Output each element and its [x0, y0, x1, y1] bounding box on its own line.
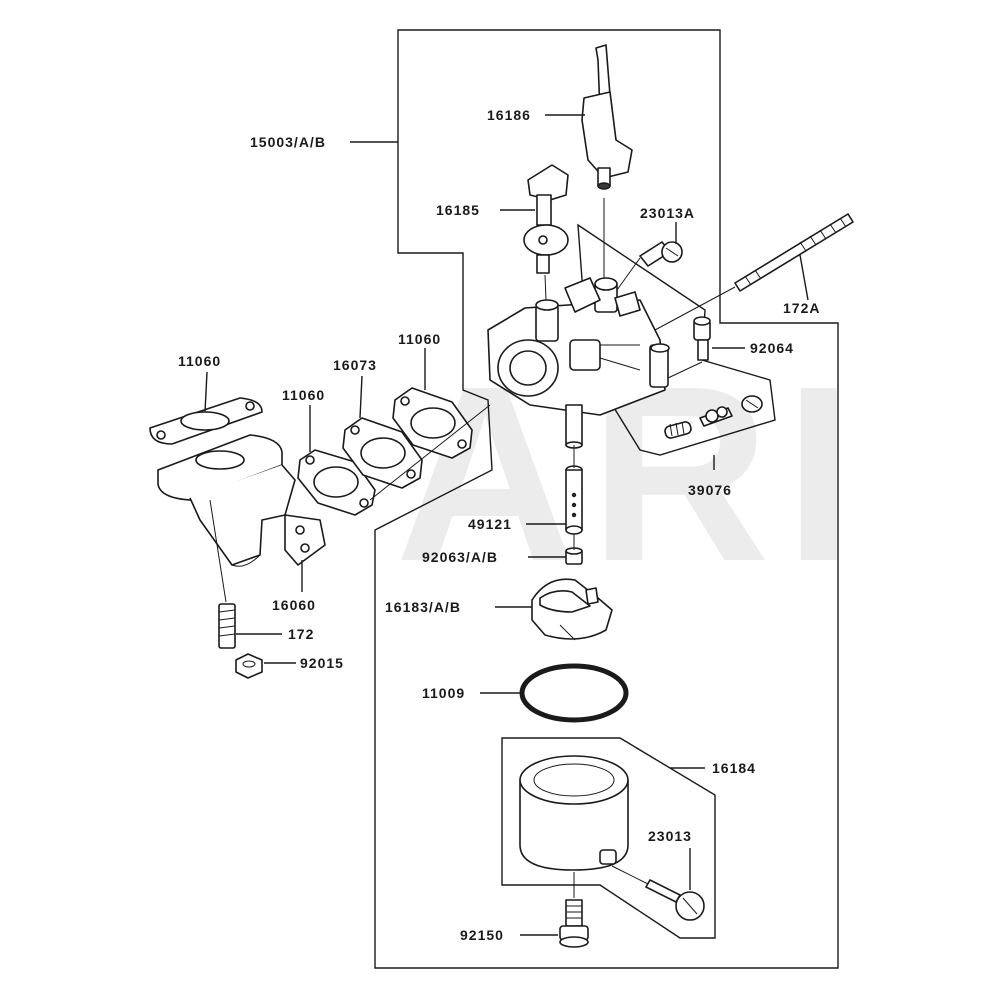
emulsion-tube-part-49121 — [565, 465, 583, 535]
mixture-screw-set-part-39076 — [664, 395, 763, 439]
callout-leaders — [204, 114, 809, 936]
carburetor-body — [487, 277, 670, 449]
callout-49121: 49121 — [468, 516, 512, 532]
intake-insulator-part-16060 — [157, 434, 326, 567]
callout-11060-right: 11060 — [398, 331, 441, 347]
callout-16185: 16185 — [436, 202, 480, 218]
callout-92063: 92063/A/B — [422, 549, 498, 565]
callout-39076: 39076 — [688, 482, 732, 498]
callout-16186: 16186 — [487, 107, 531, 123]
callout-92015: 92015 — [300, 655, 344, 671]
callout-11009: 11009 — [422, 685, 465, 701]
subgroup-16184-outline — [501, 737, 716, 939]
choke-lever-part-16186 — [581, 44, 633, 190]
drain-screw-part-23013 — [645, 879, 705, 921]
callout-15003: 15003/A/B — [250, 134, 326, 150]
callout-16184: 16184 — [712, 760, 756, 776]
o-ring-part-11009 — [519, 663, 629, 723]
callout-16060: 16060 — [272, 597, 316, 613]
bowl-bolt-part-92150 — [559, 899, 589, 948]
long-stud-part-172A — [734, 213, 854, 292]
callout-11060-left: 11060 — [178, 353, 221, 369]
callout-23013A: 23013A — [640, 205, 695, 221]
callout-172: 172 — [288, 626, 314, 642]
callout-16073: 16073 — [333, 357, 377, 373]
callout-23013: 23013 — [648, 828, 692, 844]
throttle-lever-part-16185 — [523, 164, 569, 274]
gasket-part-11060-left — [149, 397, 263, 445]
nut-part-92015 — [235, 653, 263, 679]
callout-92150: 92150 — [460, 927, 504, 943]
callout-11060-middle: 11060 — [282, 387, 325, 403]
assembly-lines — [209, 198, 736, 898]
callout-16183: 16183/A/B — [385, 599, 461, 615]
float-part-16183 — [531, 578, 613, 641]
pilot-screw-part-92064 — [693, 316, 711, 361]
callout-92064: 92064 — [750, 340, 794, 356]
main-jet-part-92063 — [565, 547, 583, 565]
gasket-part-11060-right — [392, 387, 473, 459]
assembly-boundary-outline — [374, 29, 839, 969]
stud-part-172 — [218, 603, 236, 649]
float-bowl-part-16184 — [519, 755, 629, 871]
callout-172A: 172A — [783, 300, 820, 316]
screw-part-23013A — [639, 241, 683, 267]
spacer-part-16073 — [342, 417, 423, 489]
